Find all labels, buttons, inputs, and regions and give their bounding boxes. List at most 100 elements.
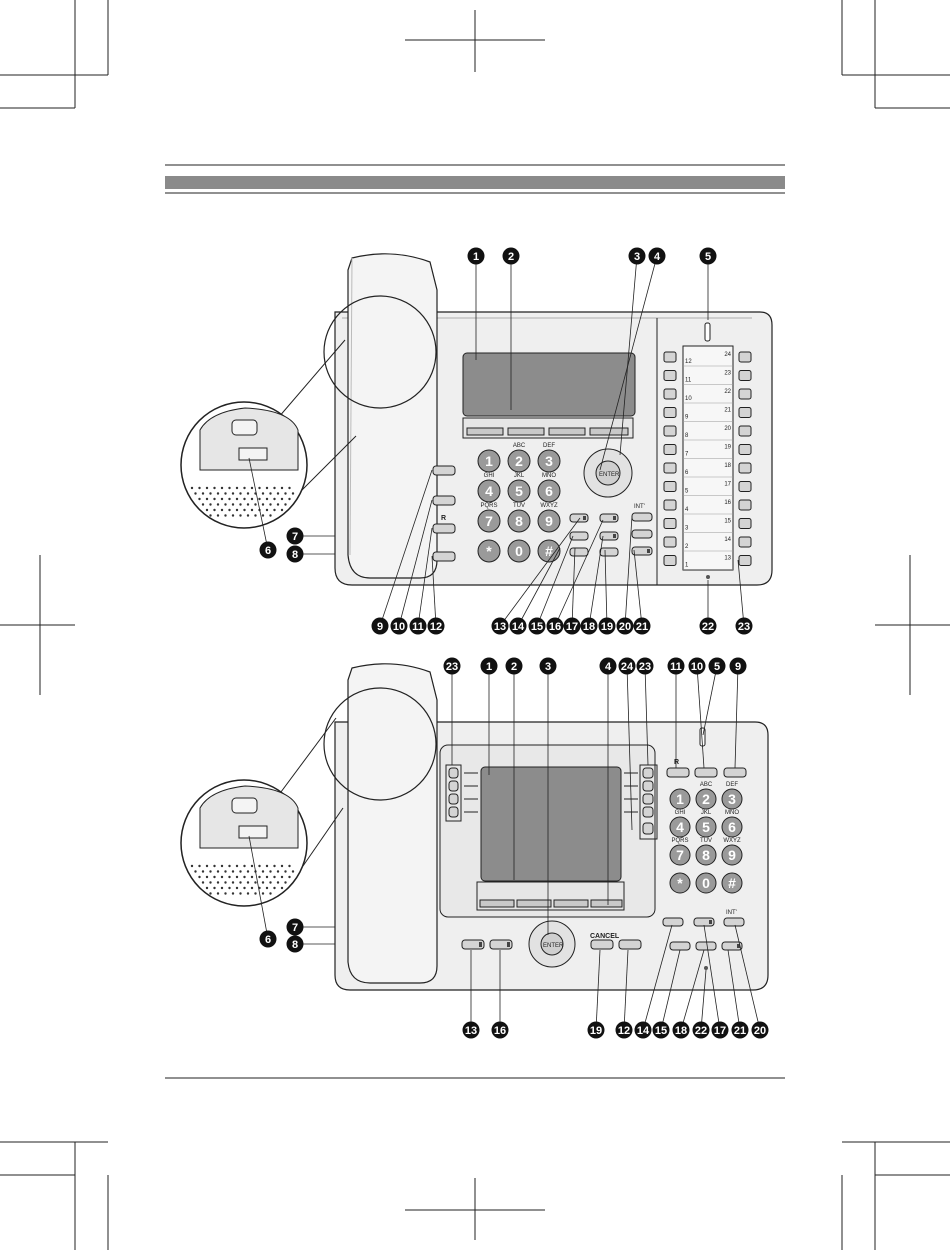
conference-button[interactable] [432,551,456,562]
soft-key-a[interactable] [479,899,515,908]
dss-key-right[interactable] [738,499,752,511]
side-key-right[interactable] [642,793,654,805]
dial-key-9[interactable]: 9 [537,509,561,533]
dss-key-left[interactable] [663,518,677,529]
callout-number: 2 [508,251,514,263]
dial-key-5[interactable]: 5 [507,479,531,503]
soft-key-a[interactable] [466,427,504,436]
side-key-left[interactable] [448,780,459,792]
navigator-key[interactable] [583,448,633,498]
dial-key-1[interactable]: 1 [477,449,501,473]
side-key-right[interactable] [642,767,654,779]
dial-key-hash[interactable]: # [537,539,561,563]
dss-key-right[interactable] [738,407,752,418]
dss-key-left[interactable] [663,425,677,437]
dss-key-left[interactable] [663,462,677,474]
dss-key-right[interactable] [738,462,752,474]
auto-answer-button[interactable] [569,547,589,557]
soft-key-c[interactable] [548,427,586,436]
soft-key-b[interactable] [507,427,545,436]
recall-button[interactable] [432,523,456,534]
auto-answer-button[interactable] [662,917,684,927]
side-key-left[interactable] [448,767,459,779]
redial-button[interactable] [669,941,691,951]
dss-key-left[interactable] [663,370,677,381]
dss-key-left[interactable] [663,351,677,363]
dss-key-left[interactable] [663,536,677,548]
dss-key-left[interactable] [663,407,677,418]
transfer-button[interactable] [599,513,619,523]
sp-phone-button[interactable] [721,941,743,951]
dss-key-left[interactable] [663,555,677,566]
transfer-button[interactable] [489,939,513,950]
hold-button[interactable] [599,531,619,541]
dss-key-left[interactable] [663,499,677,511]
hook-switch[interactable] [238,447,268,461]
dial-key-2[interactable]: 2 [507,449,531,473]
next-page-button[interactable] [642,822,654,835]
dial-key-star[interactable]: * [669,872,691,894]
message-button[interactable] [432,465,456,476]
dial-key-7[interactable]: 7 [669,844,691,866]
dss-key-left[interactable] [663,481,677,492]
flexible-button[interactable] [599,547,619,557]
recall-button[interactable] [666,767,690,778]
intercom-button[interactable] [723,917,745,927]
dss-key-left[interactable] [663,388,677,400]
dial-key-star[interactable]: * [477,539,501,563]
dss-key-left[interactable] [663,444,677,455]
message-button[interactable] [723,767,747,778]
callout-number: 15 [531,621,543,633]
dss-key-right[interactable] [738,536,752,548]
dss-key-right[interactable] [738,370,752,381]
soft-key-b[interactable] [516,899,552,908]
callout-number: 22 [695,1025,707,1037]
flexible-button[interactable] [695,941,717,951]
side-key-right[interactable] [642,780,654,792]
mute-button[interactable] [569,513,589,523]
dial-key-7[interactable]: 7 [477,509,501,533]
hold-button-a[interactable] [432,495,456,506]
dial-key-4[interactable]: 4 [669,816,691,838]
navigator-key[interactable] [528,920,576,968]
dial-key-3[interactable]: 3 [537,449,561,473]
dss-key-right[interactable] [738,518,752,529]
handset[interactable] [347,253,438,579]
redial-button[interactable] [569,531,589,541]
callout-number: 24 [621,661,634,673]
intercom-button[interactable] [631,512,653,522]
side-key-left[interactable] [448,806,459,818]
dial-key-8[interactable]: 8 [507,509,531,533]
dial-key-2[interactable]: 2 [695,788,717,810]
dial-key-6[interactable]: 6 [537,479,561,503]
soft-key-c[interactable] [553,899,589,908]
dial-key-9[interactable]: 9 [721,844,743,866]
soft-key-d[interactable] [590,899,623,908]
headset-button[interactable] [631,546,653,556]
dial-key-8[interactable]: 8 [695,844,717,866]
cancel-button[interactable] [590,939,614,950]
transfer-button[interactable] [693,917,715,927]
dial-key-0[interactable]: 0 [695,872,717,894]
dss-key-right[interactable] [738,425,752,437]
hook-switch[interactable] [238,825,268,839]
dss-key-right[interactable] [738,555,752,566]
dial-key-0[interactable]: 0 [507,539,531,563]
dial-key-hash[interactable]: # [721,872,743,894]
dss-key-right[interactable] [738,388,752,400]
dial-key-1[interactable]: 1 [669,788,691,810]
dial-key-3[interactable]: 3 [721,788,743,810]
dial-key-4[interactable]: 4 [477,479,501,503]
conference-button[interactable] [618,939,642,950]
sp-phone-button[interactable] [631,529,653,539]
dss-key-right[interactable] [738,351,752,363]
side-key-right[interactable] [642,806,654,818]
mute-button[interactable] [461,939,485,950]
handset[interactable] [347,663,438,984]
dial-key-6[interactable]: 6 [721,816,743,838]
dial-key-5[interactable]: 5 [695,816,717,838]
dss-key-right[interactable] [738,444,752,455]
dss-key-right[interactable] [738,481,752,492]
side-key-left[interactable] [448,793,459,805]
hold-button-a[interactable] [694,767,718,778]
